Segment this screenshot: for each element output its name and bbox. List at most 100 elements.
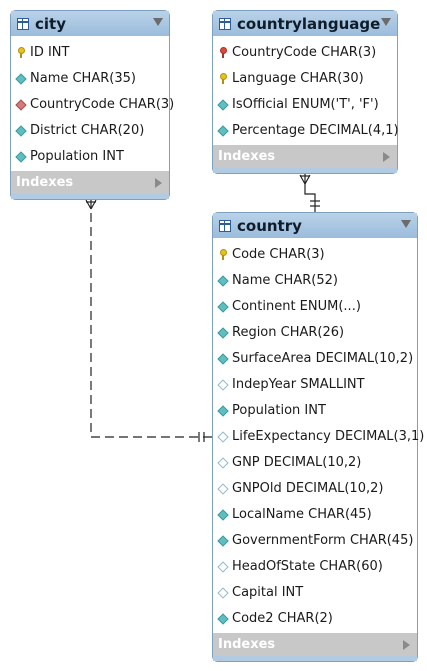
column-row[interactable]: Population INT <box>213 397 417 423</box>
column-label: SurfaceArea DECIMAL(10,2) <box>232 350 414 366</box>
column-label: Name CHAR(35) <box>30 70 136 86</box>
column-row[interactable]: GNP DECIMAL(10,2) <box>213 449 417 475</box>
nullable-column-icon <box>217 561 228 572</box>
column-icon <box>217 509 228 520</box>
column-row[interactable]: Name CHAR(35) <box>11 65 169 91</box>
column-row[interactable]: Continent ENUM(...) <box>213 293 417 319</box>
relationship-countrylanguage-country[interactable] <box>299 173 320 212</box>
table-city[interactable]: city ID INT Name CHAR(35) CountryCode CHAR… <box>10 10 174 200</box>
column-icon <box>217 405 228 416</box>
column-icon <box>217 275 228 286</box>
column-icon <box>217 613 228 624</box>
table-icon <box>17 17 29 30</box>
table-countrylanguage[interactable]: countrylanguage CountryCode CHAR(3) Langu… <box>212 10 399 174</box>
column-icon <box>217 327 228 338</box>
column-label: IndepYear SMALLINT <box>232 376 365 392</box>
table-icon <box>219 17 231 30</box>
chevron-down-icon[interactable] <box>401 220 411 228</box>
table-header[interactable]: countrylanguage <box>213 11 397 36</box>
column-row[interactable]: District CHAR(20) <box>11 117 169 143</box>
column-label: Percentage DECIMAL(4,1) <box>232 122 399 138</box>
column-row[interactable]: Region CHAR(26) <box>213 319 417 345</box>
column-row[interactable]: GovernmentForm CHAR(45) <box>213 527 417 553</box>
column-label: GNP DECIMAL(10,2) <box>232 454 362 470</box>
column-label: Population INT <box>30 148 124 164</box>
column-row[interactable]: GNPOld DECIMAL(10,2) <box>213 475 417 501</box>
indexes-section[interactable]: Indexes <box>213 633 417 656</box>
nullable-column-icon <box>217 457 228 468</box>
column-icon <box>217 301 228 312</box>
indexes-section[interactable]: Indexes <box>11 171 169 194</box>
nullable-column-icon <box>217 431 228 442</box>
column-row[interactable]: IsOfficial ENUM('T', 'F') <box>213 91 397 117</box>
column-icon <box>217 99 228 110</box>
primary-key-icon <box>15 46 26 58</box>
table-header[interactable]: country <box>213 213 417 238</box>
column-label: Population INT <box>232 402 326 418</box>
column-row[interactable]: LifeExpectancy DECIMAL(3,1) <box>213 423 424 449</box>
column-label: District CHAR(20) <box>30 122 145 138</box>
expand-arrow-icon[interactable] <box>155 178 162 188</box>
primary-key-icon <box>217 248 228 260</box>
column-row[interactable]: Code CHAR(3) <box>213 241 417 267</box>
column-row[interactable]: Language CHAR(30) <box>213 65 397 91</box>
column-row[interactable]: Capital INT <box>213 579 417 605</box>
column-label: Code CHAR(3) <box>232 246 325 262</box>
column-row[interactable]: ID INT <box>11 39 169 65</box>
table-bottom-bar <box>213 168 397 173</box>
table-icon <box>219 219 231 232</box>
nullable-column-icon <box>217 379 228 390</box>
column-icon <box>15 151 26 162</box>
column-row[interactable]: Code2 CHAR(2) <box>213 605 417 631</box>
expand-arrow-icon[interactable] <box>383 152 390 162</box>
column-row[interactable]: SurfaceArea DECIMAL(10,2) <box>213 345 417 371</box>
nullable-column-icon <box>217 483 228 494</box>
column-row[interactable]: Percentage DECIMAL(4,1) <box>213 117 399 143</box>
column-label: IsOfficial ENUM('T', 'F') <box>232 96 379 112</box>
column-label: Language CHAR(30) <box>232 70 364 86</box>
column-row[interactable]: HeadOfState CHAR(60) <box>213 553 417 579</box>
table-header[interactable]: city <box>11 11 169 36</box>
column-label: LifeExpectancy DECIMAL(3,1) <box>232 428 425 444</box>
column-row[interactable]: Population INT <box>11 143 169 169</box>
column-label: ID INT <box>30 44 70 60</box>
column-icon <box>15 73 26 84</box>
chevron-down-icon[interactable] <box>381 18 391 26</box>
table-title: country <box>237 216 302 235</box>
indexes-label: Indexes <box>16 175 74 190</box>
relationship-city-country[interactable] <box>85 199 212 442</box>
column-label: HeadOfState CHAR(60) <box>232 558 383 574</box>
column-icon <box>217 353 228 364</box>
column-label: Continent ENUM(...) <box>232 298 361 314</box>
indexes-label: Indexes <box>218 637 276 652</box>
column-label: LocalName CHAR(45) <box>232 506 372 522</box>
column-label: Code2 CHAR(2) <box>232 610 333 626</box>
column-list: CountryCode CHAR(3) Language CHAR(30) IsOf… <box>213 36 399 145</box>
column-label: CountryCode CHAR(3) <box>232 44 377 60</box>
column-list: Code CHAR(3) Name CHAR(52) Continent ENUM(… <box>213 238 424 633</box>
nullable-column-icon <box>217 587 228 598</box>
column-label: Region CHAR(26) <box>232 324 345 340</box>
column-label: CountryCode CHAR(3) <box>30 96 175 112</box>
primary-key-icon <box>217 72 228 84</box>
table-bottom-bar <box>213 656 417 661</box>
table-title: city <box>35 14 66 33</box>
column-label: GovernmentForm CHAR(45) <box>232 532 414 548</box>
column-icon <box>217 125 228 136</box>
column-row[interactable]: CountryCode CHAR(3) <box>213 39 397 65</box>
column-row[interactable]: Name CHAR(52) <box>213 267 417 293</box>
column-label: Capital INT <box>232 584 304 600</box>
table-country[interactable]: country Code CHAR(3) Name CHAR(52) Contine… <box>212 212 424 662</box>
column-icon <box>15 125 26 136</box>
table-bottom-bar <box>11 194 169 199</box>
column-label: Name CHAR(52) <box>232 272 338 288</box>
column-label: GNPOld DECIMAL(10,2) <box>232 480 384 496</box>
expand-arrow-icon[interactable] <box>403 640 410 650</box>
table-title: countrylanguage <box>237 14 381 33</box>
indexes-section[interactable]: Indexes <box>213 145 397 168</box>
column-row[interactable]: CountryCode CHAR(3) <box>11 91 174 117</box>
chevron-down-icon[interactable] <box>153 18 163 26</box>
column-row[interactable]: LocalName CHAR(45) <box>213 501 417 527</box>
column-row[interactable]: IndepYear SMALLINT <box>213 371 417 397</box>
